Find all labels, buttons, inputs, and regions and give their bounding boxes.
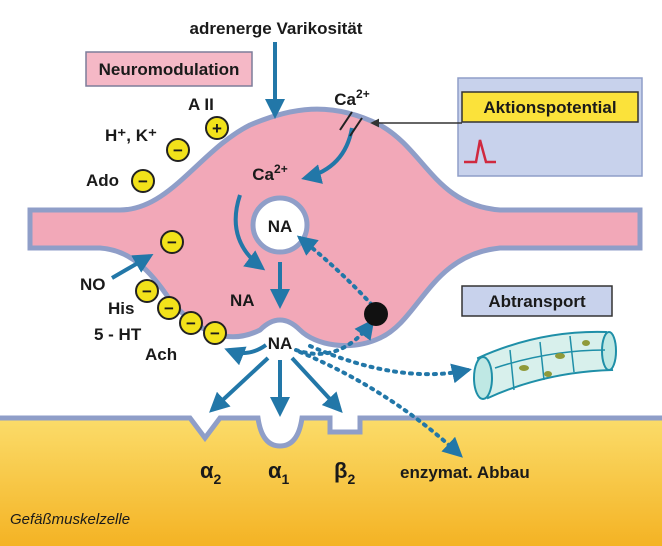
- blood-vessel-icon: [473, 330, 617, 400]
- svg-text:−: −: [164, 299, 174, 318]
- uptake-transporter: [364, 302, 388, 326]
- receptor-beta2-label: β2: [334, 458, 355, 487]
- enzymatic-arrow: [298, 350, 463, 458]
- calcium-inner-charge: 2+: [274, 162, 288, 176]
- modulator-ach-label: Ach: [145, 345, 177, 364]
- modulator-hk-label: H⁺, K⁺: [105, 126, 157, 145]
- badge-minus-na: −: [203, 321, 227, 345]
- calcium-outer-symbol: Ca: [334, 90, 356, 109]
- na-release-label: NA: [268, 334, 293, 353]
- receptor-alpha1-symbol: α: [268, 458, 282, 483]
- varicosity-label: adrenerge Varikosität: [190, 19, 363, 38]
- calcium-outer-label: Ca2+: [334, 87, 369, 109]
- muscle-membrane: [0, 415, 662, 449]
- receptor-alpha1-subscript: 1: [282, 471, 290, 487]
- svg-text:−: −: [138, 172, 148, 191]
- badge-minus-hk: −: [166, 138, 190, 162]
- transport-label: Abtransport: [488, 292, 586, 311]
- receptor-alpha2-subscript: 2: [214, 471, 222, 487]
- na-vesicle-label: NA: [268, 217, 293, 236]
- svg-text:+: +: [212, 119, 222, 138]
- neuromodulation-label: Neuromodulation: [99, 60, 240, 79]
- no-arrow: [110, 253, 154, 280]
- receptor-beta2-symbol: β: [334, 458, 347, 483]
- modulator-no-label: NO: [80, 275, 106, 294]
- svg-text:−: −: [167, 233, 177, 252]
- receptor-alpha2-symbol: α: [200, 458, 214, 483]
- modulator-ht-label: 5 - HT: [94, 325, 142, 344]
- action-potential-label: Aktionspotential: [483, 98, 616, 117]
- action-potential-box: [461, 91, 639, 123]
- calcium-channel-right: [349, 117, 363, 137]
- badge-minus-ht: −: [157, 296, 181, 320]
- badge-minus-ado: −: [131, 169, 155, 193]
- badge-minus-no: −: [160, 230, 184, 254]
- modulator-na-label: NA: [230, 291, 255, 310]
- svg-text:−: −: [186, 314, 196, 333]
- beta2-arrow: [290, 356, 343, 413]
- autoreceptor-arrow: [224, 343, 268, 366]
- transport-arrow: [308, 344, 472, 384]
- modulator-ado-label: Ado: [86, 171, 119, 190]
- calcium-outer-charge: 2+: [356, 87, 370, 101]
- receptor-alpha1-label: α1: [268, 458, 290, 487]
- muscle-cell-label: Gefäßmuskelzelle: [10, 511, 130, 528]
- receptor-beta2-subscript: 2: [347, 471, 355, 487]
- badge-plus-a2: +: [205, 116, 229, 140]
- badge-minus-his: −: [135, 279, 159, 303]
- svg-text:−: −: [173, 141, 183, 160]
- neuromodulation-box: [85, 51, 253, 87]
- calcium-vesicle-arrow: [233, 194, 266, 271]
- svg-text:−: −: [142, 282, 152, 301]
- receptor-alpha2-label: α2: [200, 458, 222, 487]
- na-vesicle: [250, 195, 310, 255]
- alpha2-arrow: [209, 356, 270, 413]
- spike-icon: [464, 139, 496, 164]
- uptake-dot-arrow: [294, 318, 375, 356]
- transport-box: [461, 285, 613, 317]
- badge-minus-ach: −: [179, 311, 203, 335]
- modulator-a2-label: A II: [188, 95, 214, 114]
- enzymatic-label: enzymat. Abbau: [400, 463, 530, 482]
- modulator-his-label: His: [108, 299, 134, 318]
- svg-text:−: −: [210, 324, 220, 343]
- muscle-cell: [0, 418, 662, 546]
- reuptake-arrow: [296, 235, 374, 307]
- calcium-inner-symbol: Ca: [252, 165, 274, 184]
- calcium-inner-label: Ca2+: [252, 162, 287, 184]
- calcium-channel-left: [339, 111, 353, 131]
